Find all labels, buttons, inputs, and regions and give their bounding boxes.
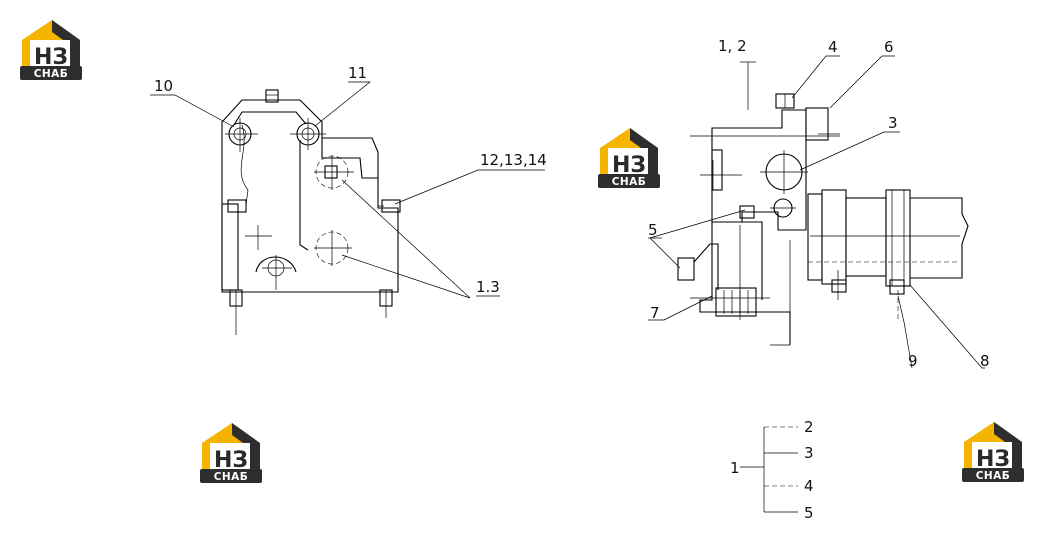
svg-text:СНАБ: СНАБ <box>976 470 1011 482</box>
brand-logo: НЗ СНАБ <box>200 423 262 483</box>
legend-item-label: 3 <box>804 444 814 462</box>
part-hierarchy-legend: 1 2 3 4 5 <box>730 418 814 522</box>
svg-text:НЗ: НЗ <box>214 448 248 473</box>
callout-label: 8 <box>980 352 990 370</box>
svg-text:СНАБ: СНАБ <box>612 176 647 188</box>
callout-label: 12,13,14 <box>480 151 547 169</box>
callout-label: 11 <box>348 64 367 82</box>
callout-label: 10 <box>154 77 173 95</box>
right-assembly-view: 1, 2 4 6 3 5 7 9 8 <box>648 37 990 370</box>
legend-root-label: 1 <box>730 459 740 477</box>
brand-logo: НЗ СНАБ <box>20 20 82 80</box>
svg-text:НЗ: НЗ <box>34 45 68 70</box>
svg-text:СНАБ: СНАБ <box>214 471 249 483</box>
legend-item-label: 4 <box>804 477 814 495</box>
callout-label: 3 <box>888 114 898 132</box>
svg-text:СНАБ: СНАБ <box>34 68 69 80</box>
callout-label: 1.3 <box>476 278 500 296</box>
callout-label: 6 <box>884 38 894 56</box>
svg-text:НЗ: НЗ <box>976 447 1010 472</box>
legend-item-label: 2 <box>804 418 814 436</box>
svg-text:НЗ: НЗ <box>612 153 646 178</box>
legend-item-label: 5 <box>804 504 814 522</box>
brand-logo: НЗ СНАБ <box>598 128 660 188</box>
callout-label: 4 <box>828 38 838 56</box>
callout-label: 9 <box>908 352 918 370</box>
brand-logo: НЗ СНАБ <box>962 422 1024 482</box>
callout-label: 5 <box>648 221 658 239</box>
left-bracket-view: 10 11 12,13,14 1.3 <box>150 64 547 335</box>
callout-label: 7 <box>650 304 660 322</box>
callout-label: 1, 2 <box>718 37 747 55</box>
